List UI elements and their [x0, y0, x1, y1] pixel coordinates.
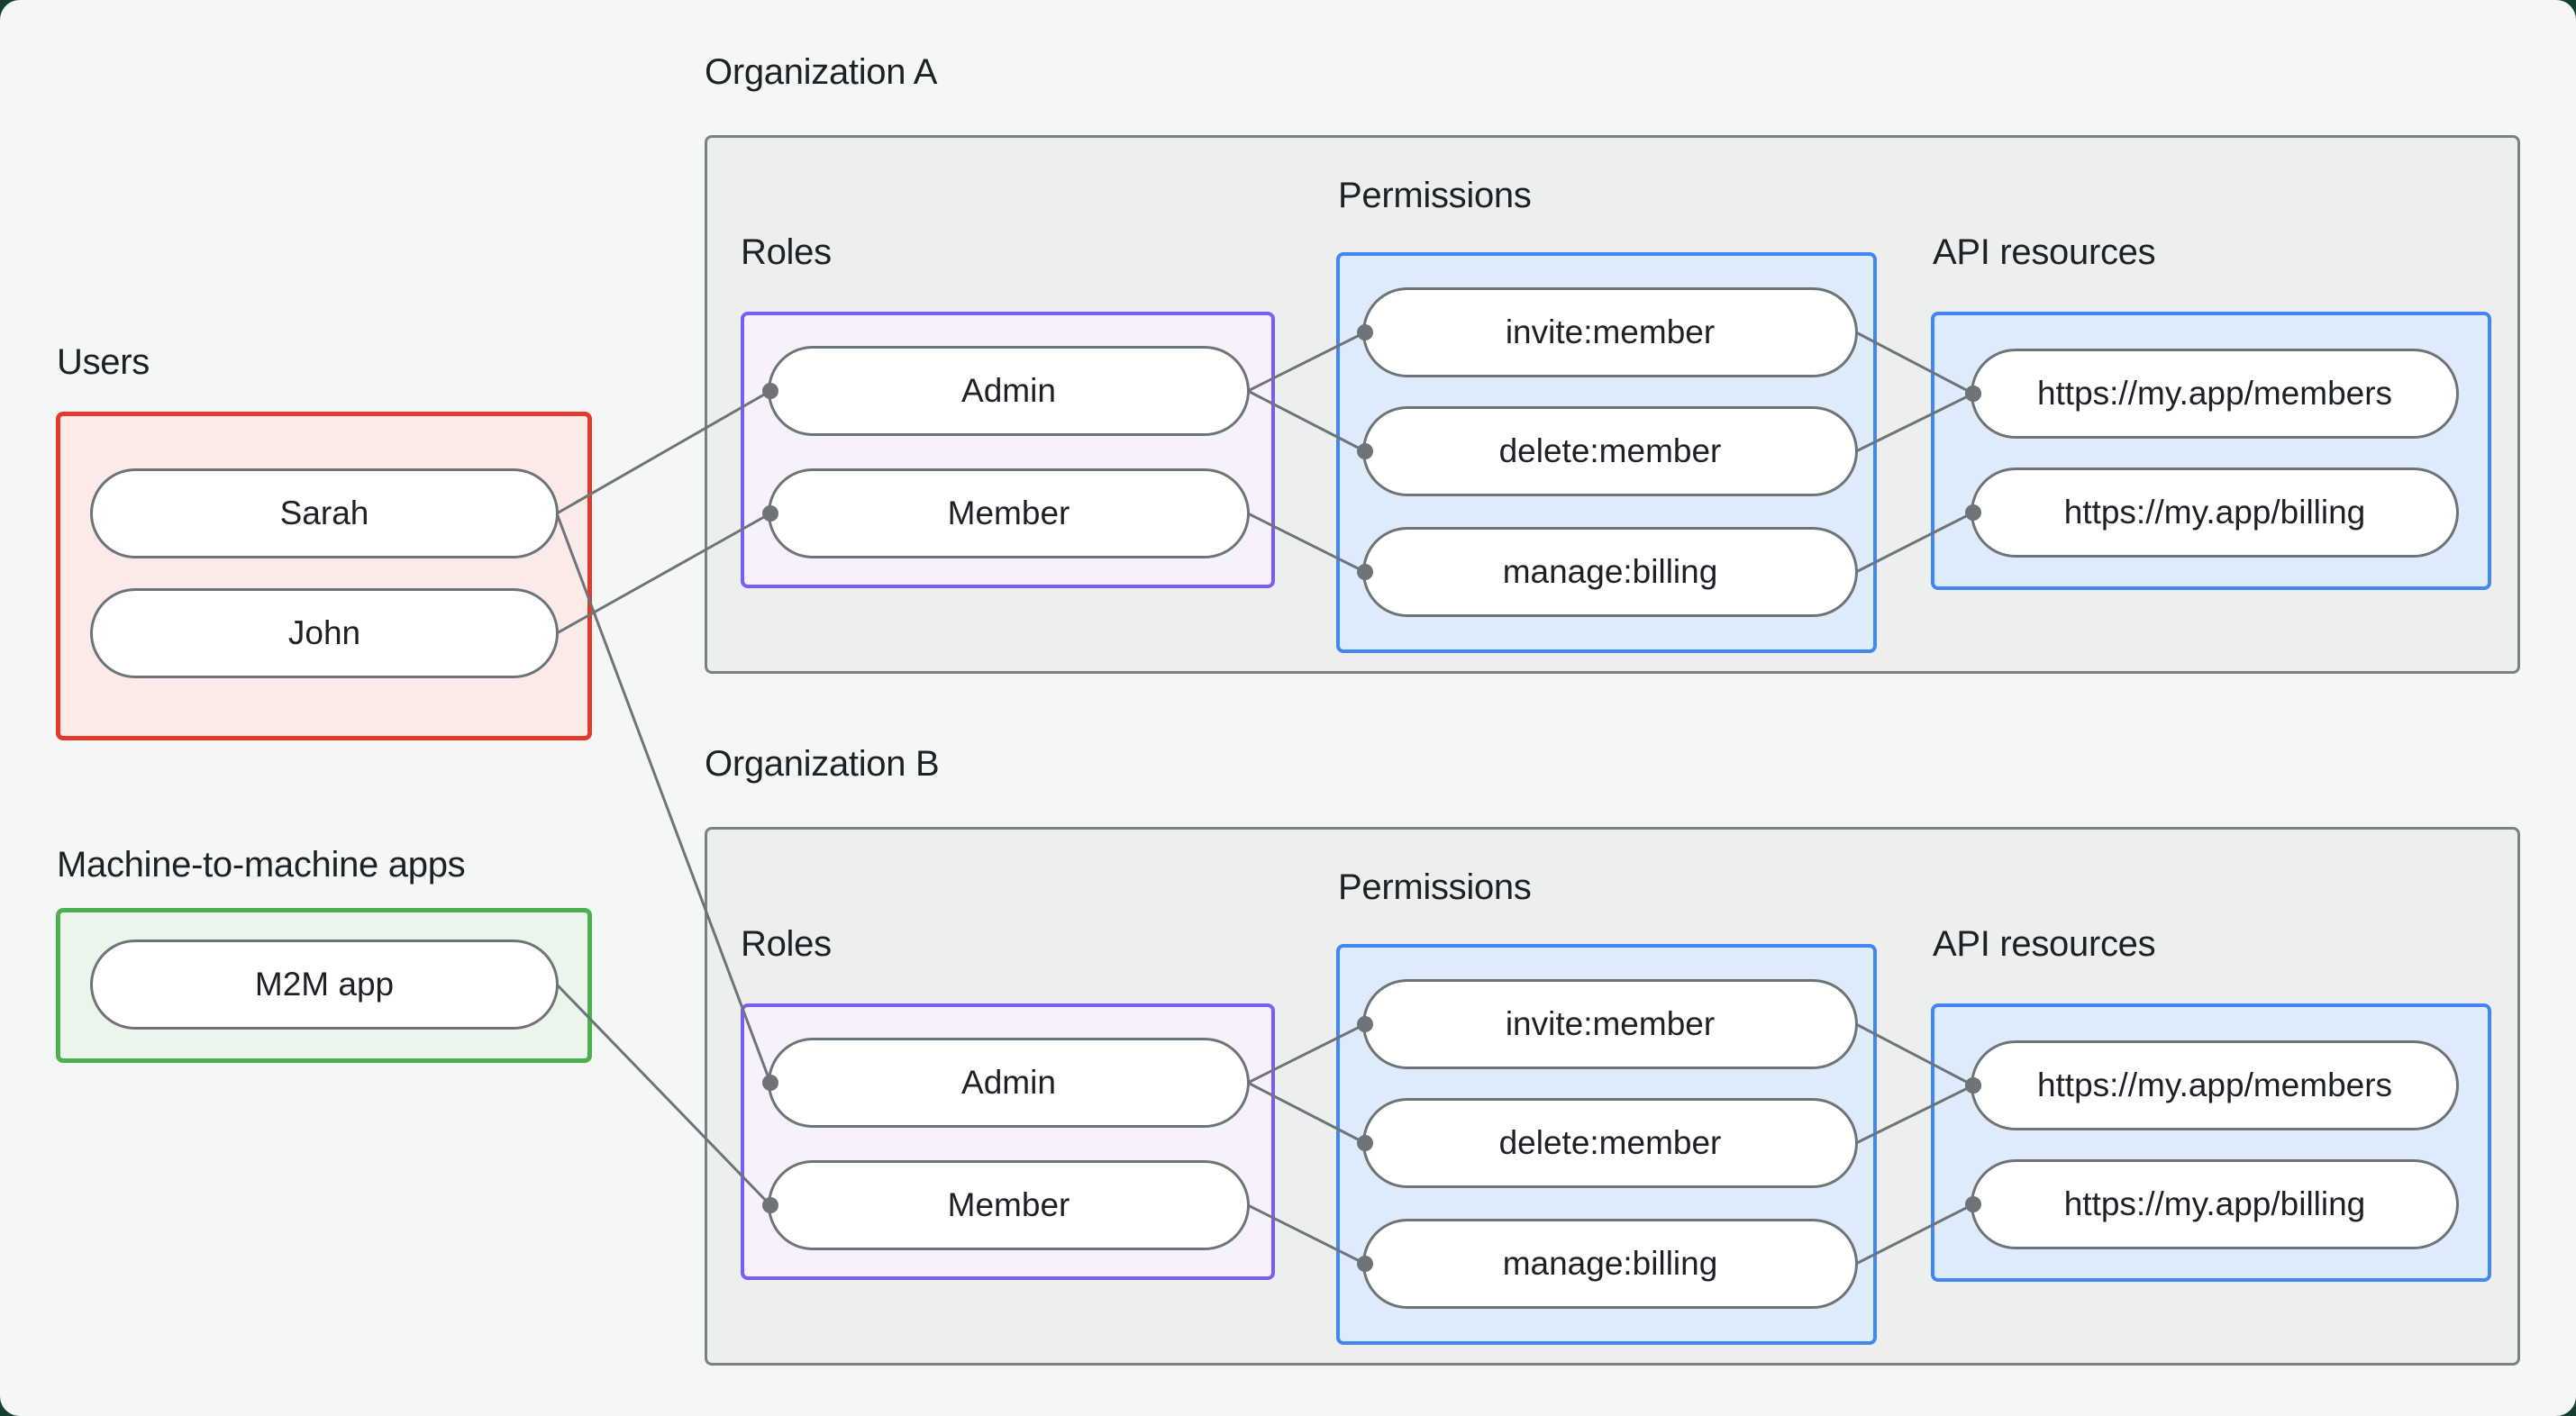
org-a-perm-pill-manage: manage:billing — [1362, 527, 1858, 617]
org-b-roles-label: Roles — [741, 924, 832, 964]
org-b-box: Roles Admin Member Permissions invite:me… — [705, 827, 2520, 1366]
org-b-api-pill-members: https://my.app/members — [1971, 1040, 2459, 1130]
org-a-role-pill-admin: Admin — [768, 346, 1250, 436]
org-a-api-pill-members: https://my.app/members — [1971, 349, 2459, 439]
users-label: Users — [57, 342, 150, 382]
org-a-permissions-label: Permissions — [1338, 176, 1532, 215]
org-b-api-box: https://my.app/members https://my.app/bi… — [1931, 1003, 2491, 1282]
org-b-role-member-label: Member — [947, 1186, 1070, 1223]
org-b-api-label: API resources — [1933, 924, 2156, 964]
org-b-api-members-label: https://my.app/members — [2036, 1067, 2393, 1103]
org-a-api-box: https://my.app/members https://my.app/bi… — [1931, 312, 2491, 590]
user-pill-sarah-label: Sarah — [279, 495, 369, 531]
org-b-api-billing-label: https://my.app/billing — [2063, 1185, 2366, 1222]
org-a-role-pill-member: Member — [768, 468, 1250, 558]
org-a-box: Roles Admin Member Permissions invite:me… — [705, 135, 2520, 674]
org-a-permissions-box: invite:member delete:member manage:billi… — [1336, 252, 1877, 653]
org-b-title: Organization B — [705, 744, 940, 784]
org-b-perm-pill-invite: invite:member — [1362, 979, 1858, 1069]
org-b-perm-pill-manage: manage:billing — [1362, 1219, 1858, 1309]
org-b-role-admin-label: Admin — [961, 1064, 1056, 1101]
org-a-perm-invite-label: invite:member — [1505, 313, 1716, 350]
org-a-title: Organization A — [705, 52, 938, 92]
m2m-pill: M2M app — [90, 939, 559, 1030]
org-a-roles-box: Admin Member — [741, 312, 1275, 588]
org-a-api-billing-label: https://my.app/billing — [2063, 494, 2366, 531]
org-b-perm-manage-label: manage:billing — [1502, 1245, 1718, 1282]
org-b-perm-delete-label: delete:member — [1498, 1124, 1722, 1161]
org-a-role-member-label: Member — [947, 495, 1070, 531]
org-a-section: Organization A Roles Admin Member Permis… — [705, 50, 2520, 674]
org-b-perm-pill-delete: delete:member — [1362, 1098, 1858, 1188]
users-box — [56, 412, 592, 740]
org-b-perm-invite-label: invite:member — [1505, 1005, 1716, 1042]
org-b-permissions-label: Permissions — [1338, 867, 1532, 907]
org-a-perm-pill-delete: delete:member — [1362, 406, 1858, 496]
org-b-role-pill-member: Member — [768, 1160, 1250, 1250]
org-b-api-pill-billing: https://my.app/billing — [1971, 1159, 2459, 1249]
org-a-api-label: API resources — [1933, 232, 2156, 272]
user-pill-john: John — [90, 588, 559, 678]
org-a-perm-delete-label: delete:member — [1498, 432, 1722, 469]
m2m-pill-label: M2M app — [254, 966, 395, 1003]
org-b-section: Organization B Roles Admin Member Permis… — [705, 742, 2520, 1366]
org-a-roles-label: Roles — [741, 232, 832, 272]
org-b-role-pill-admin: Admin — [768, 1038, 1250, 1128]
org-a-role-admin-label: Admin — [961, 372, 1056, 409]
org-b-permissions-box: invite:member delete:member manage:billi… — [1336, 944, 1877, 1345]
user-pill-sarah: Sarah — [90, 468, 559, 558]
org-b-roles-box: Admin Member — [741, 1003, 1275, 1280]
org-a-perm-manage-label: manage:billing — [1502, 553, 1718, 590]
org-a-perm-pill-invite: invite:member — [1362, 287, 1858, 377]
m2m-label: Machine-to-machine apps — [57, 845, 466, 885]
user-pill-john-label: John — [287, 614, 361, 651]
org-a-api-pill-billing: https://my.app/billing — [1971, 467, 2459, 558]
org-a-api-members-label: https://my.app/members — [2036, 375, 2393, 412]
